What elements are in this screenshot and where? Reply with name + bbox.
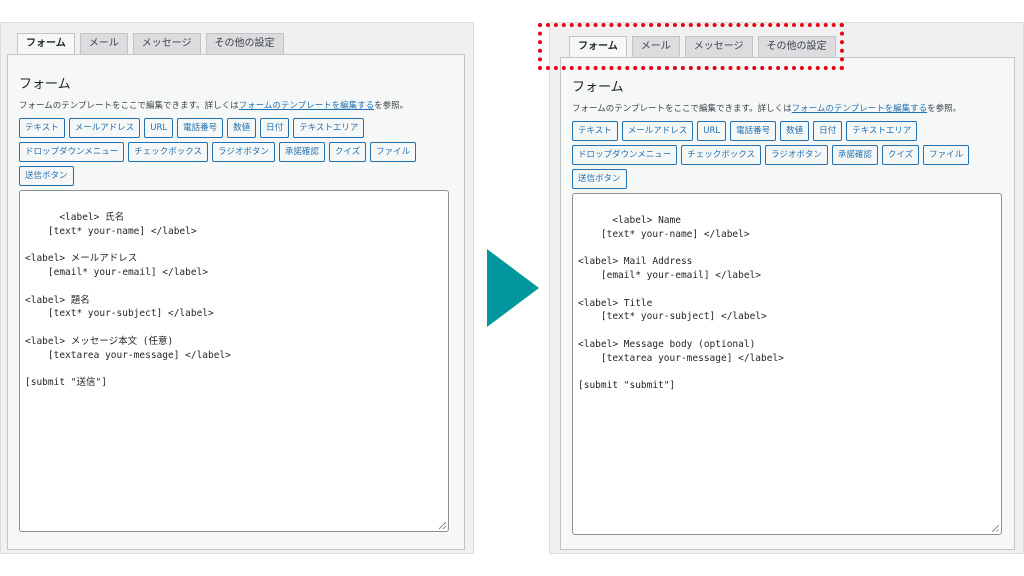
section-heading: フォーム [572, 80, 624, 95]
tag-button-submit[interactable]: 送信ボタン [572, 169, 627, 189]
tag-button-acceptance[interactable]: 承諾確認 [831, 145, 878, 165]
section-heading: フォーム [19, 77, 71, 92]
tag-button-tel[interactable]: 電話番号 [177, 118, 224, 138]
tag-button-checkbox[interactable]: チェックボックス [681, 145, 761, 165]
resize-grip-icon[interactable] [992, 525, 999, 532]
description-text-end: を参照。 [374, 101, 409, 111]
tag-button-submit[interactable]: 送信ボタン [19, 166, 74, 186]
form-template-text: <label> 氏名 [text* your-name] </label> <l… [25, 211, 231, 389]
description: フォームのテンプレートをここで編集できます。詳しくはフォームのテンプレートを編集… [572, 102, 961, 114]
tag-generator-buttons: テキスト メールアドレス URL 電話番号 数値 日付 テキストエリア ドロップ… [19, 118, 449, 186]
form-tab-content: フォーム フォームのテンプレートをここで編集できます。詳しくはフォームのテンプレ… [560, 57, 1015, 550]
description-text: フォームのテンプレートをここで編集できます。詳しくは [572, 104, 792, 114]
tag-button-date[interactable]: 日付 [813, 121, 843, 141]
form-template-text: <label> Name [text* your-name] </label> … [578, 214, 784, 392]
tag-button-tel[interactable]: 電話番号 [730, 121, 777, 141]
description: フォームのテンプレートをここで編集できます。詳しくはフォームのテンプレートを編集… [19, 99, 408, 111]
tag-button-radio[interactable]: ラジオボタン [212, 142, 275, 162]
tag-button-email[interactable]: メールアドレス [621, 121, 694, 141]
form-template-editor[interactable]: <label> Name [text* your-name] </label> … [572, 193, 1002, 535]
tag-button-dropdown[interactable]: ドロップダウンメニュー [19, 142, 125, 162]
tag-button-text[interactable]: テキスト [572, 121, 618, 141]
tag-button-file[interactable]: ファイル [370, 142, 417, 162]
form-editor-panel-before: フォーム メール メッセージ その他の設定 フォーム フォームのテンプレートをこ… [0, 22, 474, 554]
tag-button-acceptance[interactable]: 承諾確認 [278, 142, 325, 162]
tag-button-date[interactable]: 日付 [260, 118, 290, 138]
tag-button-email[interactable]: メールアドレス [68, 118, 141, 138]
tabs-highlight-frame [538, 23, 844, 70]
form-template-editor[interactable]: <label> 氏名 [text* your-name] </label> <l… [19, 190, 449, 532]
tag-button-textarea[interactable]: テキストエリア [846, 121, 918, 141]
description-text: フォームのテンプレートをここで編集できます。詳しくは [19, 101, 239, 111]
tab-messages[interactable]: メッセージ [132, 33, 201, 55]
right-arrow-icon [487, 249, 539, 327]
tag-button-textarea[interactable]: テキストエリア [293, 118, 365, 138]
tag-button-quiz[interactable]: クイズ [881, 145, 920, 165]
tab-form[interactable]: フォーム [17, 33, 75, 56]
tag-button-file[interactable]: ファイル [923, 145, 970, 165]
settings-tabs: フォーム メール メッセージ その他の設定 [17, 33, 284, 56]
tag-button-url[interactable]: URL [697, 121, 727, 141]
tag-button-url[interactable]: URL [144, 118, 174, 138]
tag-button-number[interactable]: 数値 [780, 121, 810, 141]
tab-mail[interactable]: メール [631, 36, 680, 58]
tag-generator-buttons: テキスト メールアドレス URL 電話番号 数値 日付 テキストエリア ドロップ… [572, 121, 1002, 189]
tag-button-dropdown[interactable]: ドロップダウンメニュー [572, 145, 678, 165]
tag-button-radio[interactable]: ラジオボタン [765, 145, 828, 165]
tag-button-checkbox[interactable]: チェックボックス [128, 142, 208, 162]
help-link[interactable]: フォームのテンプレートを編集する [238, 101, 375, 111]
description-text-end: を参照。 [927, 104, 962, 114]
form-editor-panel-after: フォーム メール メッセージ その他の設定 フォーム フォームのテンプレートをこ… [549, 22, 1024, 554]
help-link[interactable]: フォームのテンプレートを編集する [791, 104, 928, 114]
tab-mail[interactable]: メール [79, 33, 128, 55]
tab-other-settings[interactable]: その他の設定 [205, 33, 284, 55]
form-tab-content: フォーム フォームのテンプレートをここで編集できます。詳しくはフォームのテンプレ… [7, 54, 465, 550]
tag-button-quiz[interactable]: クイズ [328, 142, 367, 162]
resize-grip-icon[interactable] [439, 522, 446, 529]
tag-button-number[interactable]: 数値 [227, 118, 257, 138]
tag-button-text[interactable]: テキスト [19, 118, 65, 138]
